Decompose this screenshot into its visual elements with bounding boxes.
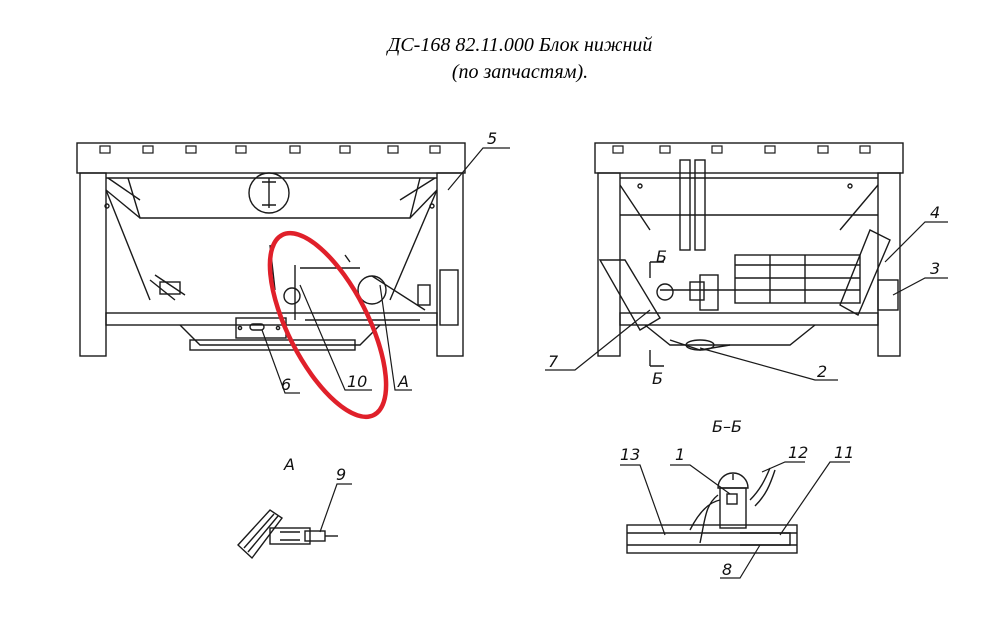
label-3: 3	[930, 259, 940, 278]
label-2: 2	[817, 362, 827, 381]
label-10: 10	[347, 372, 367, 391]
label-7: 7	[548, 352, 559, 371]
label-13: 13	[620, 445, 640, 464]
label-view-a-marker: А	[397, 372, 409, 391]
label-section-bb-title: Б–Б	[712, 417, 742, 436]
section-b-b-detail	[626, 467, 798, 554]
label-6: 6	[281, 375, 291, 394]
label-12: 12	[788, 443, 808, 462]
title-line-1: ДС-168 82.11.000 Блок нижний	[387, 34, 653, 56]
label-8: 8	[722, 560, 732, 579]
highlight-ellipse	[267, 230, 389, 420]
leader-lines	[261, 147, 948, 579]
drawing-title: ДС-168 82.11.000 Блок нижний (по запчаст…	[0, 32, 1000, 86]
label-section-b-top: Б	[656, 247, 667, 266]
label-11: 11	[834, 443, 854, 462]
label-5: 5	[487, 129, 497, 148]
label-9: 9	[336, 465, 346, 484]
label-section-b-bottom: Б	[652, 369, 663, 388]
label-4: 4	[930, 203, 940, 222]
left-view	[76, 142, 466, 357]
title-line-2: (по запчастям).	[451, 61, 589, 83]
right-view	[594, 142, 904, 367]
view-a-detail	[237, 509, 338, 560]
label-1: 1	[675, 445, 685, 464]
label-view-a-title: А	[283, 455, 295, 474]
